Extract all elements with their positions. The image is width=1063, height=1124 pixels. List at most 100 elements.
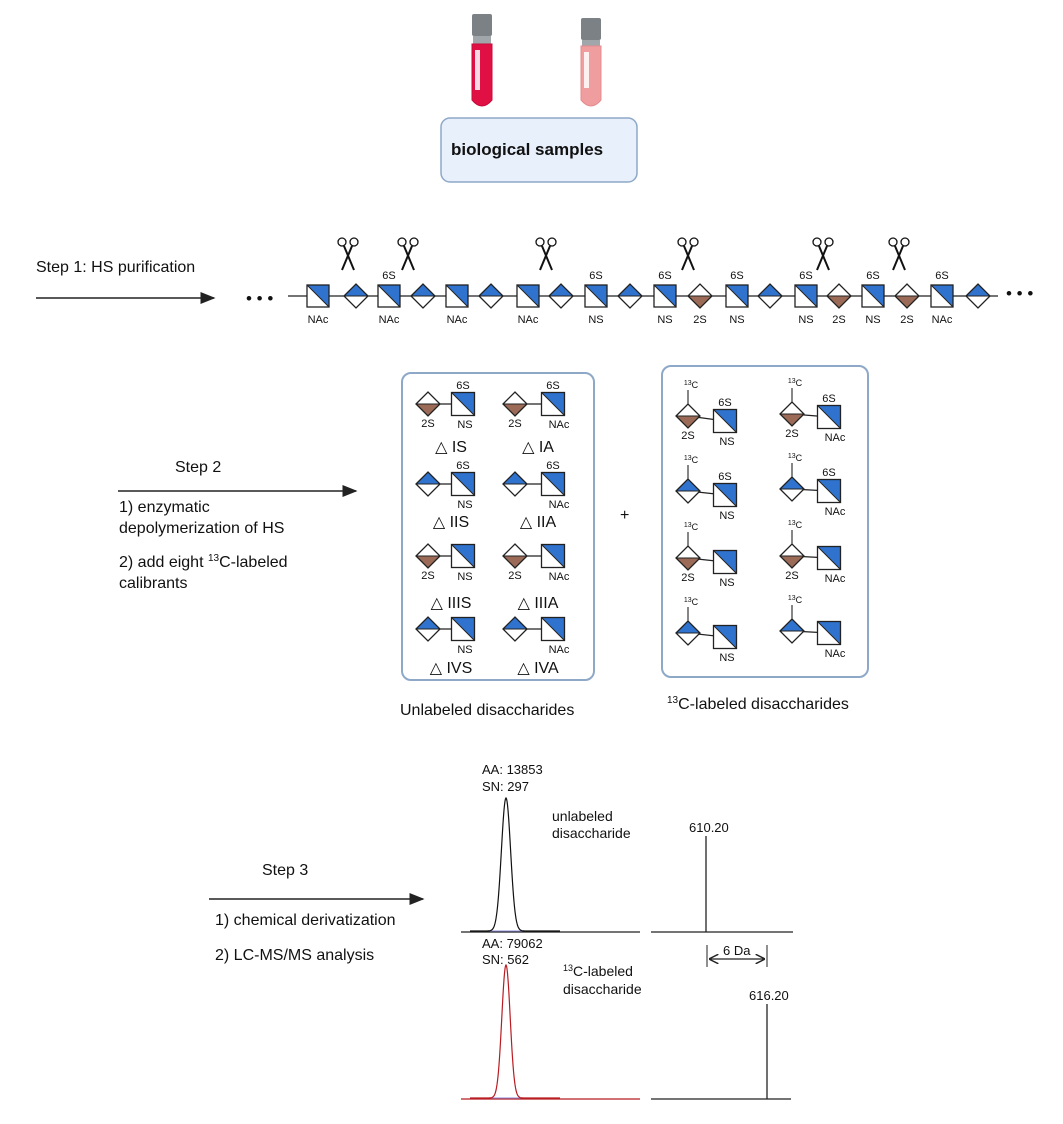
unlabeled-name1: unlabeled: [552, 808, 613, 824]
sym-6s: 6S: [822, 467, 835, 479]
chain-6s-label: 6S: [589, 270, 602, 282]
spectrum-labeled: 616.20: [651, 988, 791, 1100]
sym-sub: NS: [719, 577, 734, 589]
sym-6s: 6S: [456, 460, 469, 472]
disaccharide-name: △ IIA: [520, 514, 557, 531]
glcn-square-icon: [930, 284, 954, 308]
sym-sub: NAc: [549, 644, 570, 656]
chain-6s-label: 6S: [866, 270, 879, 282]
sym-sub: NS: [457, 499, 472, 511]
glcn-square-icon: [816, 478, 842, 504]
labeled-name1: 13C-labeled: [563, 963, 633, 979]
ua-diamond-icon: [343, 283, 369, 309]
chain-sub-label: NS: [657, 314, 672, 326]
disaccharide-pair: 6S NAc: [502, 460, 570, 511]
chromatogram-labeled: AA: 79062 SN: 562 13C-labeled disacchari…: [461, 936, 642, 1100]
sym-6s: 6S: [546, 380, 559, 392]
disaccharide-pair: 6S NS: [415, 460, 476, 511]
disaccharide-name: △ IA: [522, 439, 554, 456]
sym-6s: 6S: [546, 460, 559, 472]
chain-sub-label: 2S: [832, 314, 845, 326]
chain-sub-label: NAc: [518, 314, 539, 326]
idoa-2s-diamond-icon: [415, 543, 441, 569]
sym-13c: 13C: [684, 380, 699, 390]
sym-6s: 6S: [822, 393, 835, 405]
ua-diamond-icon: [779, 476, 805, 502]
aa-unlabeled: AA: 13853: [482, 762, 543, 777]
disaccharide-name: △ IVA: [517, 660, 559, 677]
chain-sub-label: 2S: [900, 314, 913, 326]
spectrum-unlabeled: 610.20: [651, 820, 793, 933]
mz-616: 616.20: [749, 988, 789, 1003]
glcn-square-icon: [816, 620, 842, 646]
glcn-square-icon: [584, 284, 608, 308]
glcn-square-icon: [712, 624, 738, 650]
sym-sub: NS: [719, 436, 734, 448]
sym-sub: NAc: [825, 506, 846, 518]
step3-label: Step 3: [262, 862, 308, 879]
sym-2s: 2S: [681, 430, 694, 442]
delta-label: 6 Da: [723, 943, 751, 958]
chain-sub-label: NS: [729, 314, 744, 326]
step2-item1b: depolymerization of HS: [119, 520, 284, 537]
sym-sub: NAc: [549, 499, 570, 511]
sym-sub: NS: [719, 510, 734, 522]
disaccharide-pair: 6S NS 2S 13C: [675, 380, 738, 448]
chain-6s-label: 6S: [730, 270, 743, 282]
sym-2s: 2S: [785, 428, 798, 440]
sym-6s: 6S: [718, 471, 731, 483]
sym-sub: NS: [457, 644, 472, 656]
ellipsis-right: • • •: [1006, 284, 1033, 303]
glcn-square-icon: [540, 391, 566, 417]
sn-unlabeled: SN: 297: [482, 779, 529, 794]
chain-sub-label: NAc: [932, 314, 953, 326]
step2-item2: 2) add eight 13C-labeled: [119, 553, 288, 571]
sym-13c: 13C: [684, 522, 699, 532]
ua-diamond-icon: [779, 618, 805, 644]
glcn-square-icon: [450, 391, 476, 417]
sym-13c: 13C: [788, 520, 803, 530]
disaccharide-name: △ IVS: [430, 660, 473, 677]
glcn-square-icon: [653, 284, 677, 308]
step3-item1: 1) chemical derivatization: [215, 912, 396, 929]
ua-diamond-icon: [757, 283, 783, 309]
glcn-square-icon: [861, 284, 885, 308]
plus-sign: +: [620, 507, 629, 524]
idoa-2s-diamond-icon: [675, 545, 701, 571]
test-tube-red-icon: [471, 14, 493, 107]
glcn-square-icon: [794, 284, 818, 308]
glcn-square-icon: [450, 543, 476, 569]
sample-label: biological samples: [451, 140, 603, 159]
ellipsis-left: • • •: [246, 289, 273, 308]
peak-labeled: [470, 963, 560, 1099]
sample-box: biological samples: [440, 117, 638, 183]
disaccharide-pair: NAc: [502, 616, 570, 656]
step2-item1: 1) enzymatic: [119, 499, 210, 516]
step2-label: Step 2: [175, 459, 221, 476]
chain-sub-label: 2S: [693, 314, 706, 326]
ua-diamond-icon: [415, 471, 441, 497]
step1-label: Step 1: HS purification: [36, 259, 195, 276]
glcn-square-icon: [712, 408, 738, 434]
sym-sub: NAc: [825, 648, 846, 660]
idoa-2s-diamond-icon: [826, 283, 852, 309]
idoa-2s-diamond-icon: [779, 401, 805, 427]
glcn-square-icon: [306, 284, 330, 308]
sym-13c: 13C: [788, 378, 803, 388]
disaccharide-name: △ IIIS: [431, 595, 472, 612]
sym-sub: NS: [457, 419, 472, 431]
chromatogram-unlabeled: AA: 13853 SN: 297 unlabeled disaccharide: [461, 762, 640, 933]
ua-diamond-icon: [675, 478, 701, 504]
sym-6s: 6S: [456, 380, 469, 392]
glcn-square-icon: [816, 545, 842, 571]
scissors-icon: [812, 237, 834, 271]
mz-610: 610.20: [689, 820, 729, 835]
sym-6s: 6S: [718, 397, 731, 409]
